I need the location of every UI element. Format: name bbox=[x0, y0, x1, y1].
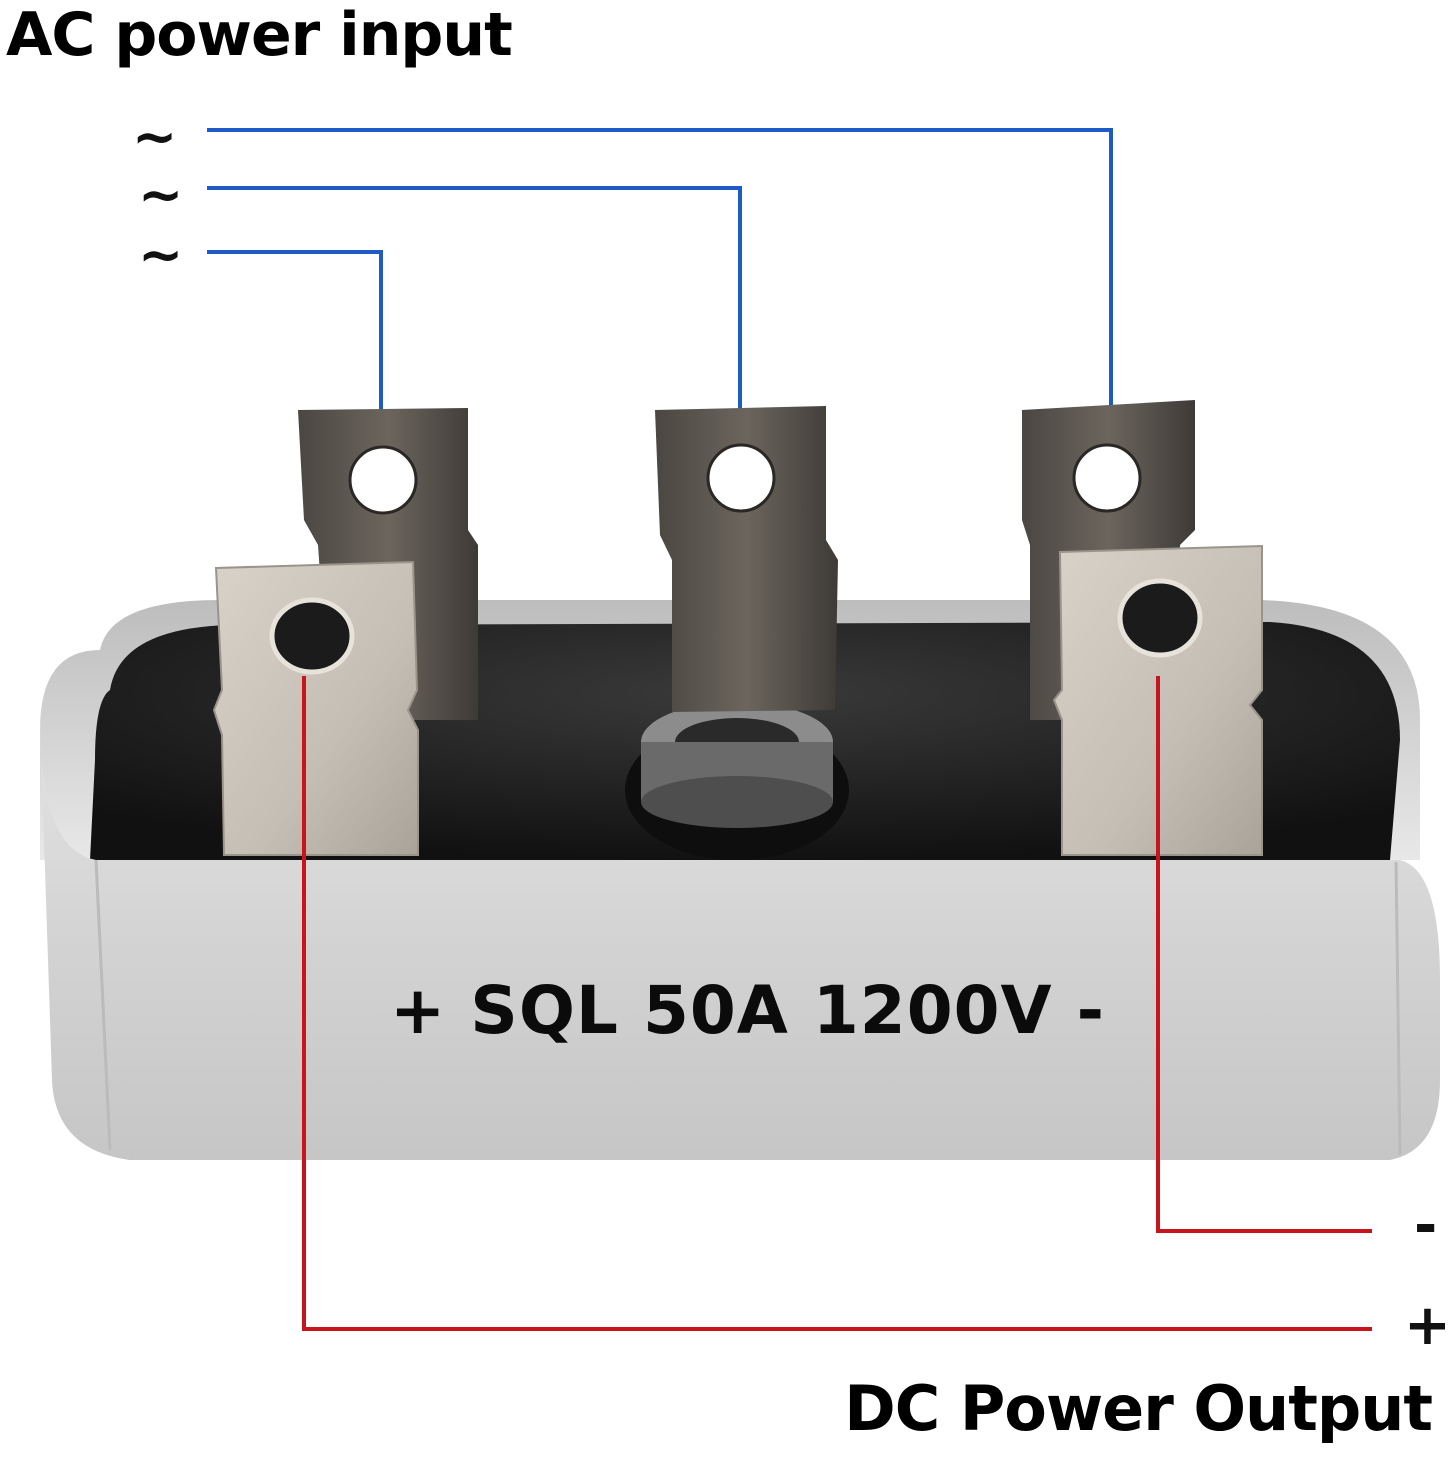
dc-terminal-plus bbox=[212, 560, 419, 856]
ac-wire-1 bbox=[207, 128, 1113, 408]
ac-power-input-title: AC power input bbox=[6, 0, 513, 70]
dc-power-output-title: DC Power Output bbox=[844, 1372, 1433, 1445]
dc-wires bbox=[302, 676, 1372, 1331]
ac-symbol-1: ~ bbox=[132, 105, 178, 168]
dc-wire-minus bbox=[1156, 676, 1372, 1233]
ac-symbol-2: ~ bbox=[138, 163, 184, 226]
dc-wire-plus bbox=[302, 676, 1372, 1331]
ac-wire-3 bbox=[207, 250, 383, 410]
ac-wires bbox=[207, 128, 1113, 412]
dc-minus-symbol: - bbox=[1414, 1193, 1438, 1258]
ac-terminal-2 bbox=[655, 406, 838, 712]
ac-symbol-3: ~ bbox=[138, 223, 184, 286]
rectifier-front-face bbox=[40, 720, 1440, 1160]
dc-plus-symbol: + bbox=[1404, 1293, 1451, 1358]
ac-wire-2 bbox=[207, 186, 742, 412]
device-marking: + SQL 50A 1200V - bbox=[390, 972, 1105, 1049]
